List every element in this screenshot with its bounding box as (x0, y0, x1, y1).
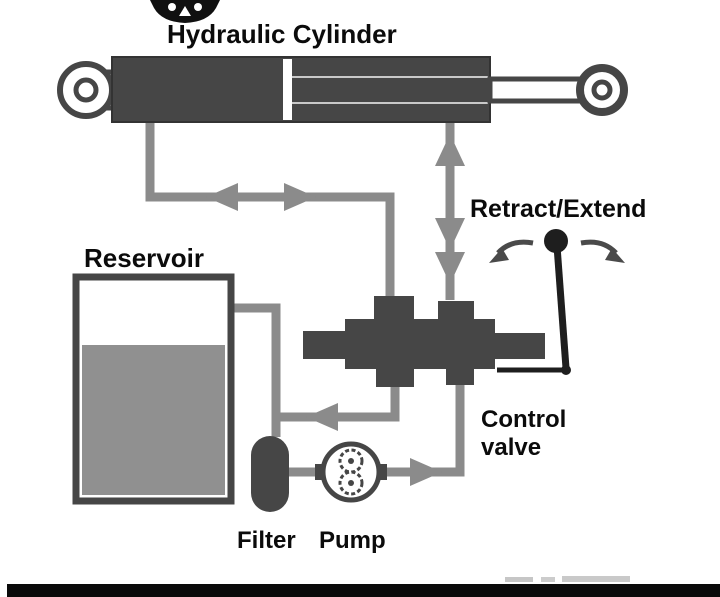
pump-nub-left (315, 464, 325, 480)
reservoir-fluid (82, 345, 225, 495)
flow-arrow-right-icon (284, 183, 316, 211)
control-valve-label-line2: valve (481, 434, 541, 461)
reservoir-label: Reservoir (84, 243, 204, 273)
lever-knob (544, 229, 568, 253)
lever-curve-right-arrow-icon (605, 248, 625, 263)
logo-mark (150, 0, 220, 23)
filter (251, 436, 289, 512)
flow-arrow-down-upper-icon (435, 218, 465, 250)
flow-arrow-pump-out-icon (410, 458, 442, 486)
lever-shaft (553, 245, 570, 369)
valve-port-top-left (374, 296, 414, 321)
pump-gear-top-hub (348, 458, 354, 464)
valve-body (345, 319, 495, 369)
flow-arrow-down-lower-icon (435, 252, 465, 284)
cylinder-left-eye-hole (73, 77, 99, 103)
pump-gear-bottom-hub (348, 480, 354, 486)
flow-arrow-return-icon (306, 403, 338, 431)
pump-nub-right (377, 464, 387, 480)
valve-right-arm (493, 333, 545, 359)
retract-extend-label: Retract/Extend (470, 195, 646, 223)
pipe-pump-to-valve (379, 385, 465, 477)
cylinder-rod (487, 76, 585, 104)
pipe-cylinder-left-to-valve (145, 120, 395, 300)
lever-curve-left-arrow-icon (489, 248, 509, 263)
valve-port-bottom-left (376, 367, 414, 387)
pump-label: Pump (319, 527, 386, 554)
logo-detail-right (194, 3, 202, 11)
faint-footer-mark-1 (505, 577, 533, 582)
filter-capsule (251, 436, 289, 512)
valve-port-bottom-right (446, 367, 474, 385)
footer-bar (7, 584, 720, 597)
valve-left-stub (303, 331, 347, 359)
logo-detail-center (179, 6, 191, 16)
valve-lever (489, 229, 625, 375)
faint-footer-mark-2 (541, 577, 555, 582)
filter-label: Filter (237, 527, 296, 554)
pump (315, 441, 387, 503)
logo-detail-left (168, 3, 176, 11)
faint-footer-mark-3 (562, 576, 630, 582)
footer (7, 576, 720, 597)
flow-arrow-left-icon (206, 183, 238, 211)
valve-port-top-right (438, 301, 474, 321)
pipe-reservoir-to-filter (231, 303, 281, 437)
cylinder-piston-stripe (283, 59, 292, 120)
hydraulic-cylinder-label: Hydraulic Cylinder (167, 19, 397, 49)
hydraulic-cylinder (57, 56, 628, 123)
cylinder-barrel (111, 56, 491, 123)
cylinder-right-eye-hole (591, 79, 613, 101)
piping (145, 120, 465, 486)
control-valve-label-line1: Control (481, 406, 566, 433)
control-valve (303, 296, 545, 387)
reservoir (72, 273, 235, 505)
flow-arrow-up-icon (435, 134, 465, 166)
